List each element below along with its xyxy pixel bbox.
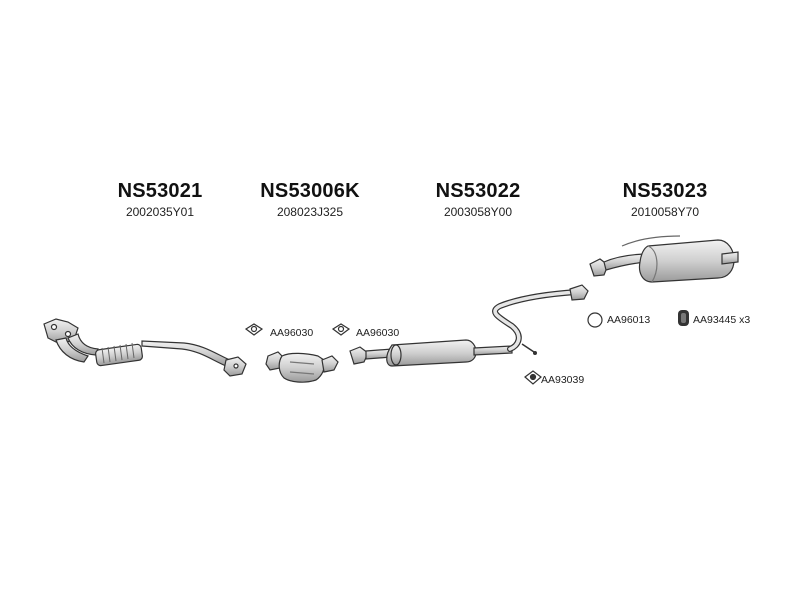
part-number-front-pipe: NS53021 [117, 180, 203, 202]
middle-silencer-part [349, 339, 513, 367]
label-ring-gasket: AA96013 [607, 314, 651, 326]
part-number-catalyst: NS53006K [260, 180, 360, 202]
part-number-middle-silencer: NS53022 [435, 180, 521, 202]
hanger-pin [521, 343, 535, 353]
mount-clip-icon [524, 370, 542, 385]
label-rubber-mount: AA93445 x3 [693, 314, 751, 326]
gasket-icon-1 [244, 323, 264, 336]
rubber-mount-icon [678, 310, 689, 326]
label-mount-clip: AA93039 [541, 374, 585, 386]
oem-number-rear-silencer: 2010058Y70 [630, 205, 700, 219]
oem-number-catalyst: 208023J325 [276, 205, 344, 219]
part-number-rear-silencer: NS53023 [622, 180, 708, 202]
middle-pipe-bend [492, 289, 579, 352]
gasket-icon-2 [331, 323, 351, 336]
catalyst-part [265, 351, 339, 383]
oem-number-front-pipe: 2002035Y01 [125, 205, 195, 219]
ring-gasket-icon [587, 312, 603, 328]
middle-rear-flange [569, 284, 589, 301]
label-gasket-2: AA96030 [356, 327, 400, 339]
rear-silencer-part [589, 235, 739, 283]
front-pipe-part [43, 318, 247, 377]
label-gasket-1: AA96030 [270, 327, 314, 339]
oem-number-middle-silencer: 2003058Y00 [443, 205, 513, 219]
